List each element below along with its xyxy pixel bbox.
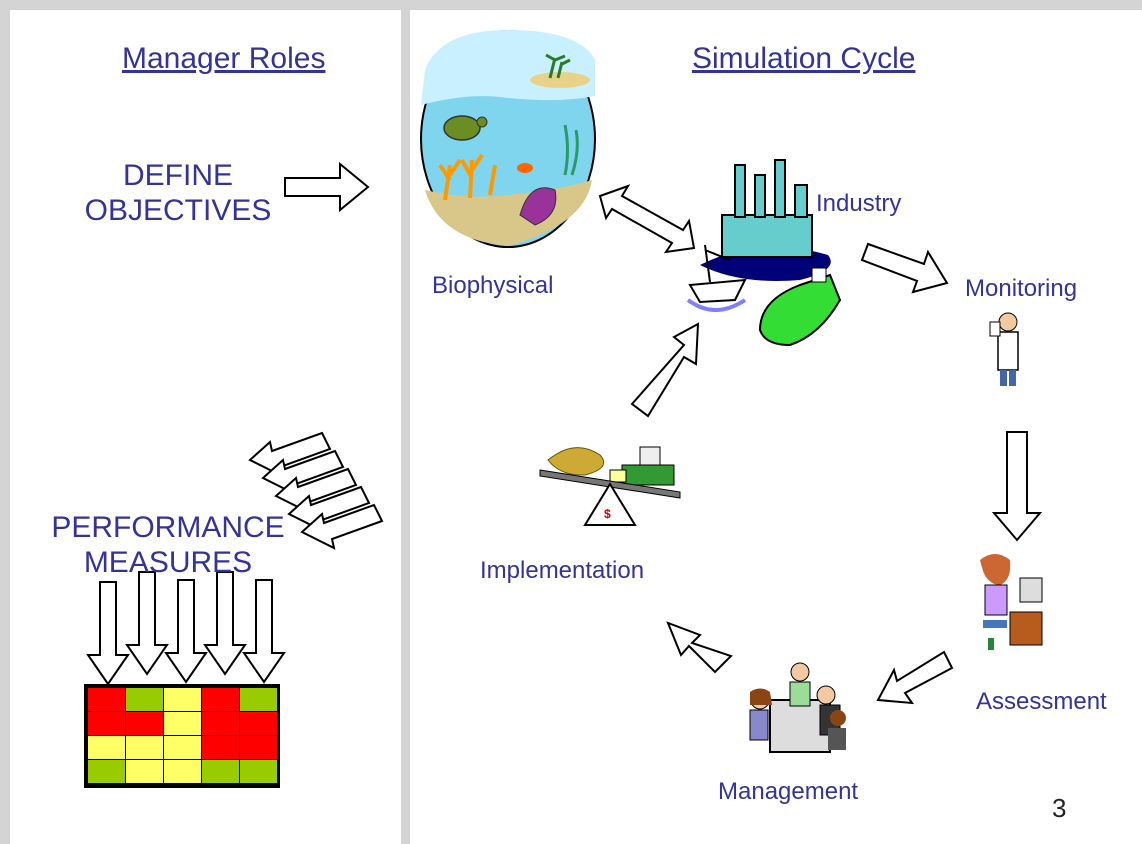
page-number: 3: [1052, 793, 1067, 823]
ocean-reef-icon: [420, 30, 596, 248]
grid-cell: [240, 688, 277, 711]
grid-cell: [126, 760, 163, 783]
grid-cell: [164, 760, 201, 783]
grid-arrow-4: [203, 571, 247, 676]
grid-arrows: [86, 571, 286, 686]
grid-arrow-5: [242, 579, 286, 684]
grid-cell: [126, 712, 163, 735]
management-implementation-arrow: [666, 621, 733, 674]
grid-arrow-3: [164, 579, 208, 684]
grid-cell: [202, 760, 239, 783]
svg-text:$: $: [604, 507, 611, 521]
stage-implementation: Implementation: [480, 557, 645, 584]
assessment-management-arrow: [876, 650, 954, 705]
analyst-computer-icon: [980, 554, 1043, 650]
define-line-1: DEFINE: [122, 159, 233, 192]
meeting-group-icon: [749, 662, 846, 753]
grid-cell: [240, 712, 277, 735]
implementation-industry-arrow: [630, 322, 700, 418]
cycle-arrows: [248, 161, 1043, 705]
bio-industry-arrow: [598, 184, 696, 254]
industry-ships-icon: [686, 159, 842, 347]
stage-management: Management: [718, 778, 859, 805]
define-objectives-label: DEFINE OBJECTIVES: [62, 158, 294, 228]
perf-line-1: PERFORMANCE: [51, 511, 285, 544]
grid-cell: [126, 736, 163, 759]
perf-arrow-5: [300, 503, 384, 550]
define-line-2: OBJECTIVES: [84, 194, 272, 227]
stage-industry: Industry: [816, 190, 902, 217]
grid-arrow-2: [125, 571, 169, 676]
performance-grid: [84, 684, 280, 788]
performance-measures-label: PERFORMANCE MEASURES: [8, 510, 328, 580]
grid-cell: [88, 688, 125, 711]
define-arrow: [284, 161, 370, 213]
stage-biophysical: Biophysical: [432, 272, 554, 299]
simulation-cycle-title: Simulation Cycle: [692, 42, 916, 75]
grid-cell: [202, 736, 239, 759]
grid-cells: [88, 688, 277, 783]
grid-cell: [164, 688, 201, 711]
scientist-icon: [989, 312, 1019, 386]
industry-monitoring-arrow: [860, 242, 949, 294]
stage-assessment: Assessment: [976, 688, 1107, 715]
perf-line-2: MEASURES: [83, 546, 253, 579]
grid-cell: [164, 712, 201, 735]
grid-cell: [240, 736, 277, 759]
grid-cell: [202, 688, 239, 711]
grid-cell: [88, 760, 125, 783]
grid-cell: [88, 712, 125, 735]
grid-cell: [240, 760, 277, 783]
monitoring-assessment-arrow: [991, 431, 1043, 542]
grid-cell: [126, 688, 163, 711]
grid-cell: [88, 736, 125, 759]
stage-monitoring: Monitoring: [965, 275, 1078, 302]
manager-roles-title: Manager Roles: [122, 42, 326, 75]
balance-scale-icon: $: [539, 446, 681, 526]
grid-arrow-1: [86, 581, 130, 686]
grid-cell: [202, 712, 239, 735]
grid-cell: [164, 736, 201, 759]
